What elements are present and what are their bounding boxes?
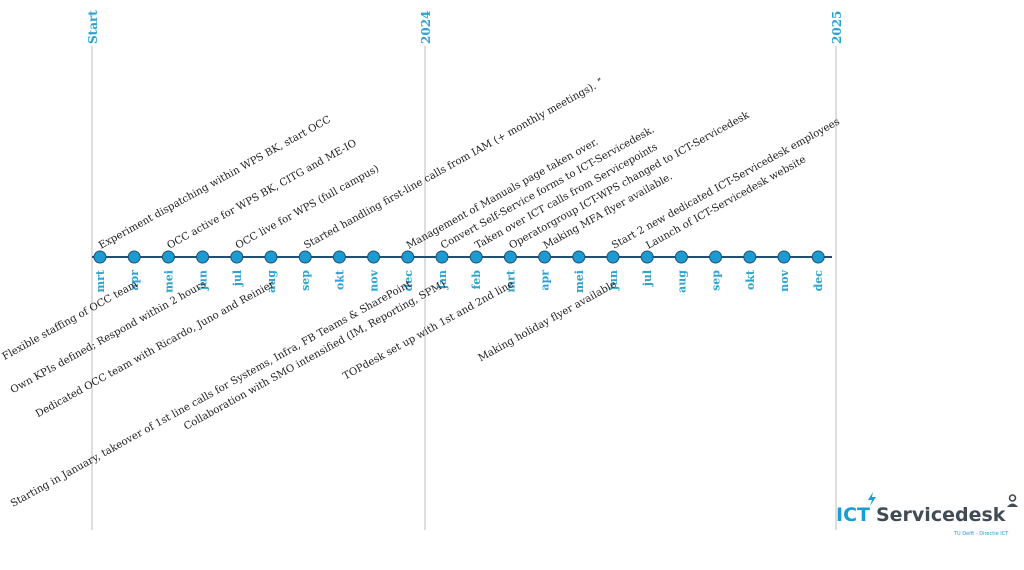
- logo-servicedesk: Servicedesk: [875, 504, 1006, 526]
- month-dot: [161, 250, 175, 264]
- month-dot: [538, 250, 552, 264]
- month-label: jun: [197, 270, 210, 291]
- month-label: feb: [470, 270, 483, 290]
- month-dot: [777, 250, 791, 264]
- month-dot: [230, 250, 244, 264]
- month-dot: [196, 250, 210, 264]
- month-dot: [572, 250, 586, 264]
- month-dot: [503, 250, 517, 264]
- month-label: mei: [573, 270, 586, 293]
- year-markers: Start 2024 2025: [86, 10, 844, 530]
- event-label-above: Experiment dispatching within WPS BK, st…: [97, 114, 333, 251]
- logo-subtitle: TU Delft - Directie ICT: [954, 531, 1009, 537]
- month-label: mei: [162, 270, 175, 293]
- month-dots: [93, 250, 825, 264]
- month-label: okt: [333, 269, 346, 290]
- month-dot: [709, 250, 723, 264]
- month-label: sep: [299, 270, 312, 291]
- month-dot: [264, 250, 278, 264]
- month-labels: mrt apr mei jun jul aug sep okt nov dec jan feb mrt a…: [94, 269, 825, 293]
- month-label: nov: [778, 269, 791, 291]
- month-dot: [401, 250, 415, 264]
- month-label: okt: [744, 269, 757, 290]
- month-label: aug: [675, 270, 688, 293]
- month-label: nov: [368, 269, 381, 291]
- month-dot: [332, 250, 346, 264]
- month-label: aug: [265, 270, 278, 293]
- month-label: apr: [128, 270, 141, 291]
- person-icon: [1007, 494, 1018, 507]
- month-label: jun: [607, 270, 620, 291]
- month-label: apr: [539, 270, 552, 291]
- month-dot: [606, 250, 620, 264]
- month-dot: [640, 250, 654, 264]
- month-dot: [469, 250, 483, 264]
- events-above: Experiment dispatching within WPS BK, st…: [97, 76, 842, 252]
- month-dot: [435, 250, 449, 264]
- marker-label: Start: [86, 10, 100, 44]
- month-label: dec: [402, 270, 415, 292]
- event-label-below: Collaboration with SMO intensified (IM, …: [182, 278, 448, 433]
- marker-label: 2024: [419, 11, 433, 44]
- month-label: mrt: [504, 269, 517, 292]
- event-label-above: Launch of ICT-Servicedesk website: [644, 154, 808, 251]
- month-label: dec: [812, 270, 825, 292]
- month-label: jul: [641, 270, 654, 287]
- month-dot: [743, 250, 757, 264]
- month-dot: [811, 250, 825, 264]
- lightning-icon: [868, 492, 876, 506]
- month-label: jul: [231, 270, 244, 287]
- month-label: sep: [710, 270, 723, 291]
- month-dot: [127, 250, 141, 264]
- marker-label: 2025: [830, 11, 844, 44]
- month-label: mrt: [94, 269, 107, 292]
- month-label: jan: [436, 270, 449, 290]
- logo-ict: ICT: [836, 504, 870, 526]
- month-dot: [367, 250, 381, 264]
- month-dot: [93, 250, 107, 264]
- month-dot: [674, 250, 688, 264]
- month-dot: [298, 250, 312, 264]
- event-label-below: Flexible staffing of OCC team: [1, 279, 140, 363]
